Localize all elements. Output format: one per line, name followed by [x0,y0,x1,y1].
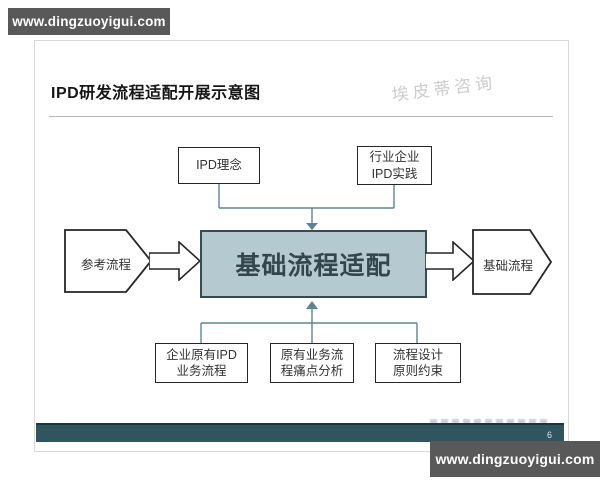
right-pentagon-shape [472,229,552,295]
slide-title: IPD研发流程适配开展示意图 [51,85,261,102]
top-box-industry-practice-label: 行业企业 IPD实践 [369,150,420,181]
consulting-watermark: 埃皮蒂咨询 [390,73,498,105]
bottom-box-design-constraints-label: 流程设计 原则约束 [392,347,443,379]
page-number: 6 [546,430,552,440]
bottom-box-pain-point-analysis-label: 原有业务流 程痛点分析 [280,347,344,379]
faint-footer-text [430,419,548,424]
top-box-industry-practice: 行业企业 IPD实践 [357,146,432,185]
center-box-label: 基础流程适配 [235,252,392,280]
bottom-box-pain-point-analysis: 原有业务流 程痛点分析 [270,343,354,383]
bottom-box-existing-ipd-process: 企业原有IPD 业务流程 [155,343,248,383]
left-pentagon-shape [64,229,152,293]
watermark-banner-bottom: www.dingzuoyigui.com [430,441,600,477]
bottom-box-existing-ipd-process-label: 企业原有IPD 业务流程 [166,347,237,379]
center-box-base-process-adaptation: 基础流程适配 [200,230,427,298]
left-pentagon-label: 参考流程 [80,258,131,272]
left-block-arrow-icon [149,241,201,281]
slide-footer-bar: 6 [36,423,564,442]
right-block-arrow-icon [425,241,475,281]
right-pentagon-label: 基础流程 [482,259,533,273]
bottom-box-design-constraints: 流程设计 原则约束 [375,343,461,383]
title-divider [49,116,553,117]
top-box-ipd-concept-label: IPD理念 [196,158,242,173]
top-box-ipd-concept: IPD理念 [178,147,260,184]
watermark-banner-top: www.dingzuoyigui.com [8,8,170,35]
